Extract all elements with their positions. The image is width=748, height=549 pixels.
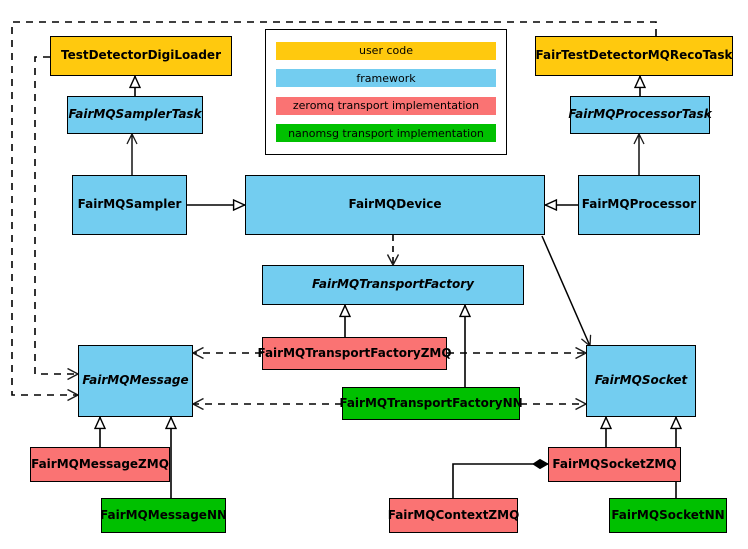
edge-digiloader-to-message (34, 56, 78, 374)
class-node-fairmqsocketzmq[interactable]: FairMQSocketZMQ (548, 447, 681, 482)
class-node-fairmqsampler[interactable]: FairMQSampler (72, 175, 187, 235)
class-node-fairmqsocketnn[interactable]: FairMQSocketNN (609, 498, 727, 533)
class-node-fairmqdevice[interactable]: FairMQDevice (245, 175, 545, 235)
class-node-testdetectordigiloader[interactable]: TestDetectorDigiLoader (50, 36, 232, 76)
class-node-fairtestdetectormqrecotask[interactable]: FairTestDetectorMQRecoTask (535, 36, 733, 76)
class-node-fairmqtransportfactorynn[interactable]: FairMQTransportFactoryNN (339, 387, 523, 420)
legend-item-user-code: user code (276, 41, 496, 60)
class-node-fairmqtransportfactoryzmq[interactable]: FairMQTransportFactoryZMQ (257, 337, 452, 370)
legend-item-zeromq: zeromq transport implementation (276, 96, 496, 115)
class-node-fairmqmessagezmq[interactable]: FairMQMessageZMQ (30, 447, 170, 482)
class-node-fairmqsamplertask[interactable]: FairMQSamplerTask (67, 96, 203, 134)
edge-contextzmq-to-socketzmq (452, 458, 550, 498)
legend-item-framework: framework (276, 69, 496, 88)
edge-recotask-to-message (11, 21, 657, 395)
legend: user code framework zeromq transport imp… (265, 29, 507, 155)
class-node-fairmqsocket[interactable]: FairMQSocket (586, 345, 696, 417)
legend-item-nanomsg: nanomsg transport implementation (276, 124, 496, 143)
class-node-fairmqtransportfactory[interactable]: FairMQTransportFactory (262, 265, 524, 305)
class-node-fairmqcontextzmq[interactable]: FairMQContextZMQ (388, 498, 519, 533)
edge-device-to-socket (541, 235, 590, 346)
class-node-fairmqmessagenn[interactable]: FairMQMessageNN (100, 498, 227, 533)
class-node-fairmqprocessortask[interactable]: FairMQProcessorTask (568, 96, 712, 134)
class-node-fairmqmessage[interactable]: FairMQMessage (78, 345, 193, 417)
class-node-fairmqprocessor[interactable]: FairMQProcessor (578, 175, 700, 235)
